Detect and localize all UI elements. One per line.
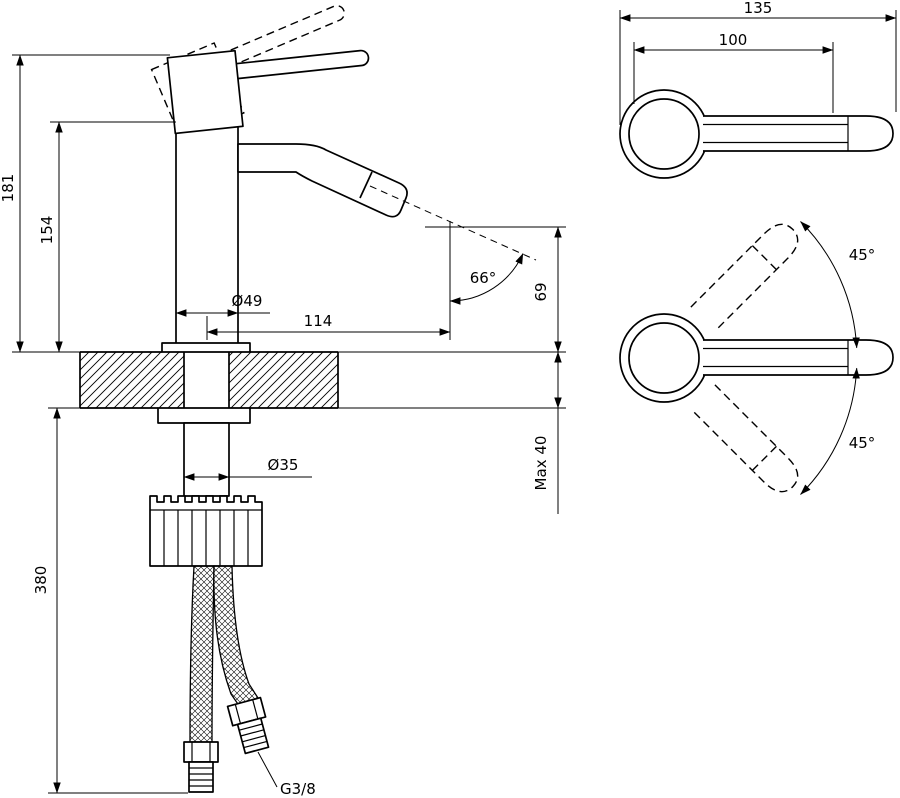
base-flange [161,342,251,353]
dim-69-label: 69 [532,282,550,301]
dim-swivel-down-45: 45° [800,367,876,495]
body-outer-circle-swivel [619,313,709,403]
hose-left [189,565,215,743]
dim-35-label: Ø35 [268,456,299,474]
lever-swivel-fill [703,340,893,375]
dim-49-label: Ø49 [232,292,263,310]
handle-lever-dashed-outline [213,5,345,71]
deck-hatch-left [80,352,184,408]
dim-66-arc [449,253,524,305]
lever-top-outline [703,115,894,152]
dim-181-label: 181 [0,174,17,203]
top-view-swivel: 45° 45° [619,221,894,495]
faucet-body-fill [176,127,238,343]
fitting-right-thread-lines [238,723,268,749]
hose-right [213,565,259,711]
body-outer-circle-top [619,89,709,179]
dim-45-up-label: 45° [849,246,876,264]
spout [237,143,408,218]
dim-max-deck-40: Max 40 [338,351,566,514]
g38-leader-line [257,751,278,788]
dim-outlet-height-69: 69 [338,226,566,353]
dim-380-extension-lines [48,407,188,794]
supply-hoses [183,565,270,793]
dim-45-down-label: 45° [849,434,876,452]
dim-100-label: 100 [719,31,748,49]
deck-hatch-right [229,352,338,408]
fitting-left-thread-lines [189,767,213,787]
fitting-right-thread [236,717,270,755]
handle-lever [228,49,370,80]
lever-down-dashed-cap [751,445,777,471]
lever-top-detail-lines [703,116,849,151]
handle-solid [166,49,370,135]
dim-total-height-181: 181 [0,54,170,353]
side-view: 181 154 Ø49 114 66° 69 [0,5,566,798]
dim-181-extension-lines [12,54,170,353]
dim-380-label: 380 [32,566,50,595]
lever-swivel-down-dashed [690,384,799,493]
lever-swivel-up-dashed [690,223,799,332]
dim-69-extension-lines [338,226,566,353]
dim-base-diameter-49: Ø49 [175,292,270,317]
mounting-nut [149,495,263,567]
lever-swivel-outline [703,339,894,376]
dim-swivel-up-45: 45° [800,221,876,349]
lever-down-dashed-outline [690,384,799,493]
dim-spout-reach-114: 114 [206,221,451,340]
deck-outline [79,351,339,409]
dim-135-label: 135 [744,0,773,17]
handle-head [166,49,244,135]
mounting-nut-ribs [163,510,249,566]
fitting-left-nut-facets [191,742,211,762]
threaded-shank [183,422,230,497]
dim-shank-diameter-35: Ø35 [183,456,312,481]
dim-spout-angle-66: 66° [369,185,537,305]
dim-154-label: 154 [38,216,56,245]
top-view-dimensions: 135 100 [619,0,897,179]
dim-100-extension-lines [633,42,834,113]
dim-thread-g38: G3/8 [257,751,316,798]
dim-handle-length-100: 100 [633,31,834,113]
dim-overall-length-135: 135 [619,0,897,125]
body-inner-circle-swivel [628,322,700,394]
dim-body-height-154: 154 [38,121,176,353]
g38-label: G3/8 [280,780,316,798]
dim-45-up-arc [800,221,860,349]
lever-up-dashed-cap [751,245,777,271]
fitting-left-nut [183,741,219,763]
mounting-washer [157,407,251,424]
dim-114-label: 114 [304,312,333,330]
hose-fitting-left [183,741,219,793]
dim-hose-length-380: 380 [32,407,188,794]
dim-45-down-arc [800,367,860,495]
mounting-deck [79,351,339,409]
lever-top-fill [703,116,893,151]
dim-66-label: 66° [470,269,497,287]
body-inner-circle-top [628,98,700,170]
dim-max40-label: Max 40 [532,436,550,491]
spout-axis-dashed-line [369,185,537,261]
fitting-right-nut-facets [234,699,259,724]
aerator-joint-line [359,171,373,199]
dim-135-extension-lines [619,10,897,125]
fitting-left-thread [188,761,214,793]
lever-up-dashed-outline [690,223,799,332]
hose-fitting-right [226,696,270,755]
